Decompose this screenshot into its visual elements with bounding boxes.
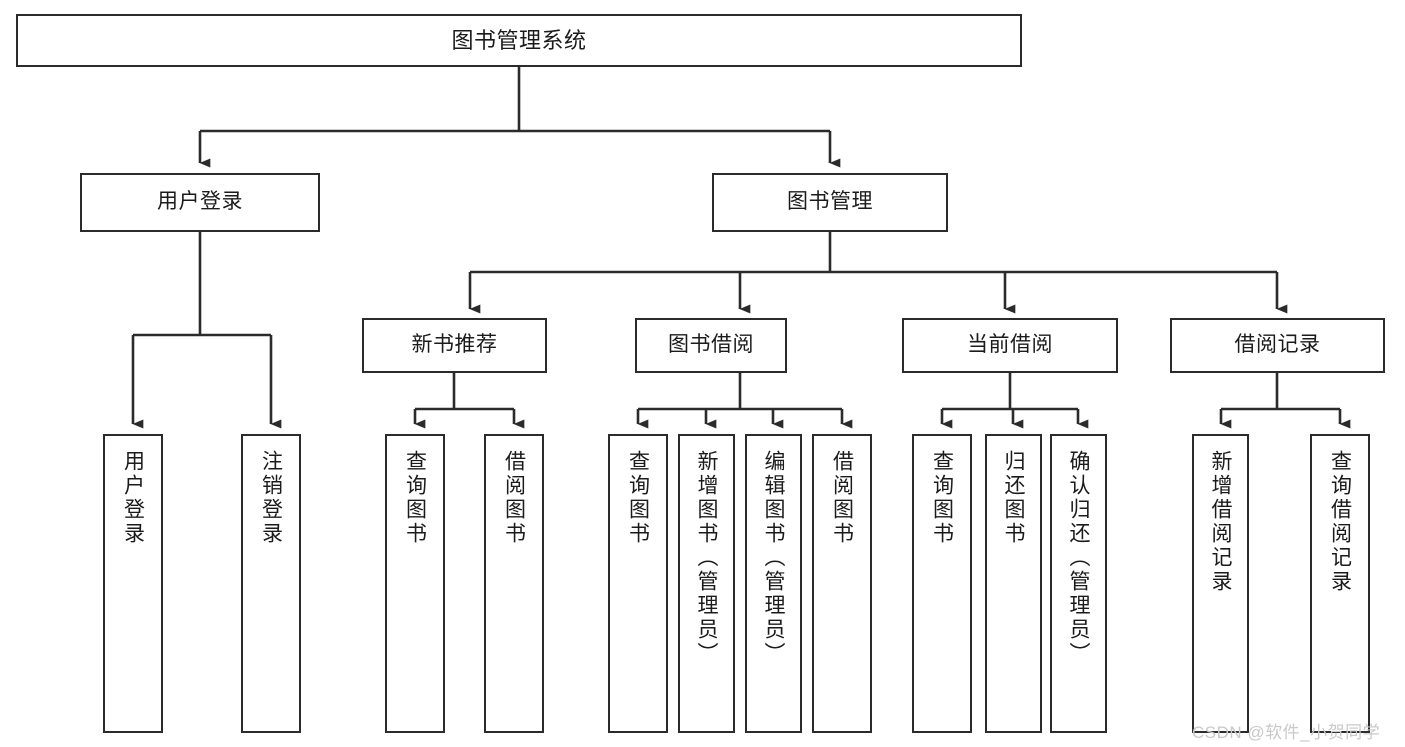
node-leaf-borrow-edit-book[interactable]: 编辑图书（管理员） <box>745 434 802 733</box>
node-leaf-rec-borrow-book-label: 借阅图书 <box>502 450 526 546</box>
node-new-book-rec-label: 新书推荐 <box>411 333 498 357</box>
node-book-manage[interactable]: 图书管理 <box>712 173 948 232</box>
node-leaf-record-query[interactable]: 查询借阅记录 <box>1310 434 1370 733</box>
node-leaf-current-confirm-return[interactable]: 确认归还（管理员） <box>1050 434 1107 733</box>
node-leaf-rec-query-book-label: 查询图书 <box>403 450 427 546</box>
node-leaf-user-login-label: 用户登录 <box>121 450 145 546</box>
node-leaf-record-add[interactable]: 新增借阅记录 <box>1192 434 1249 733</box>
node-new-book-rec[interactable]: 新书推荐 <box>362 318 547 373</box>
node-leaf-user-logout[interactable]: 注销登录 <box>241 434 301 733</box>
node-leaf-current-confirm-return-label: 确认归还（管理员） <box>1067 450 1090 666</box>
node-user-login[interactable]: 用户登录 <box>80 173 320 232</box>
node-user-login-label: 用户登录 <box>157 190 243 214</box>
node-leaf-current-query-book[interactable]: 查询图书 <box>912 434 972 733</box>
node-book-manage-label: 图书管理 <box>787 190 873 214</box>
node-leaf-borrow-add-book[interactable]: 新增图书（管理员） <box>678 434 735 733</box>
node-leaf-borrow-query-book-label: 查询图书 <box>626 450 650 546</box>
node-book-borrow[interactable]: 图书借阅 <box>635 318 787 373</box>
node-book-borrow-label: 图书借阅 <box>668 333 754 357</box>
node-current-borrow[interactable]: 当前借阅 <box>902 318 1118 373</box>
node-leaf-record-add-label: 新增借阅记录 <box>1209 450 1232 594</box>
node-leaf-current-return-book-label: 归还图书 <box>1002 450 1025 546</box>
node-borrow-record[interactable]: 借阅记录 <box>1170 318 1385 373</box>
node-leaf-user-logout-label: 注销登录 <box>259 450 283 546</box>
node-leaf-record-query-label: 查询借阅记录 <box>1328 450 1352 594</box>
node-root-label: 图书管理系统 <box>451 27 587 53</box>
node-leaf-borrow-query-book[interactable]: 查询图书 <box>608 434 668 733</box>
node-borrow-record-label: 借阅记录 <box>1234 333 1321 357</box>
node-leaf-current-query-book-label: 查询图书 <box>930 450 954 546</box>
csdn-watermark-text: CSDN @软件_小贺同学 <box>1192 723 1381 742</box>
csdn-watermark: CSDN @软件_小贺同学 <box>1192 718 1380 743</box>
node-leaf-user-login[interactable]: 用户登录 <box>103 434 163 733</box>
node-leaf-borrow-borrow-book[interactable]: 借阅图书 <box>812 434 872 733</box>
node-leaf-rec-borrow-book[interactable]: 借阅图书 <box>484 434 544 733</box>
node-leaf-current-return-book[interactable]: 归还图书 <box>985 434 1042 733</box>
node-root[interactable]: 图书管理系统 <box>16 14 1022 67</box>
node-leaf-borrow-borrow-book-label: 借阅图书 <box>830 450 854 546</box>
node-leaf-rec-query-book[interactable]: 查询图书 <box>385 434 445 733</box>
node-leaf-borrow-edit-book-label: 编辑图书（管理员） <box>762 450 785 666</box>
node-leaf-borrow-add-book-label: 新增图书（管理员） <box>695 450 718 666</box>
node-current-borrow-label: 当前借阅 <box>967 333 1053 357</box>
